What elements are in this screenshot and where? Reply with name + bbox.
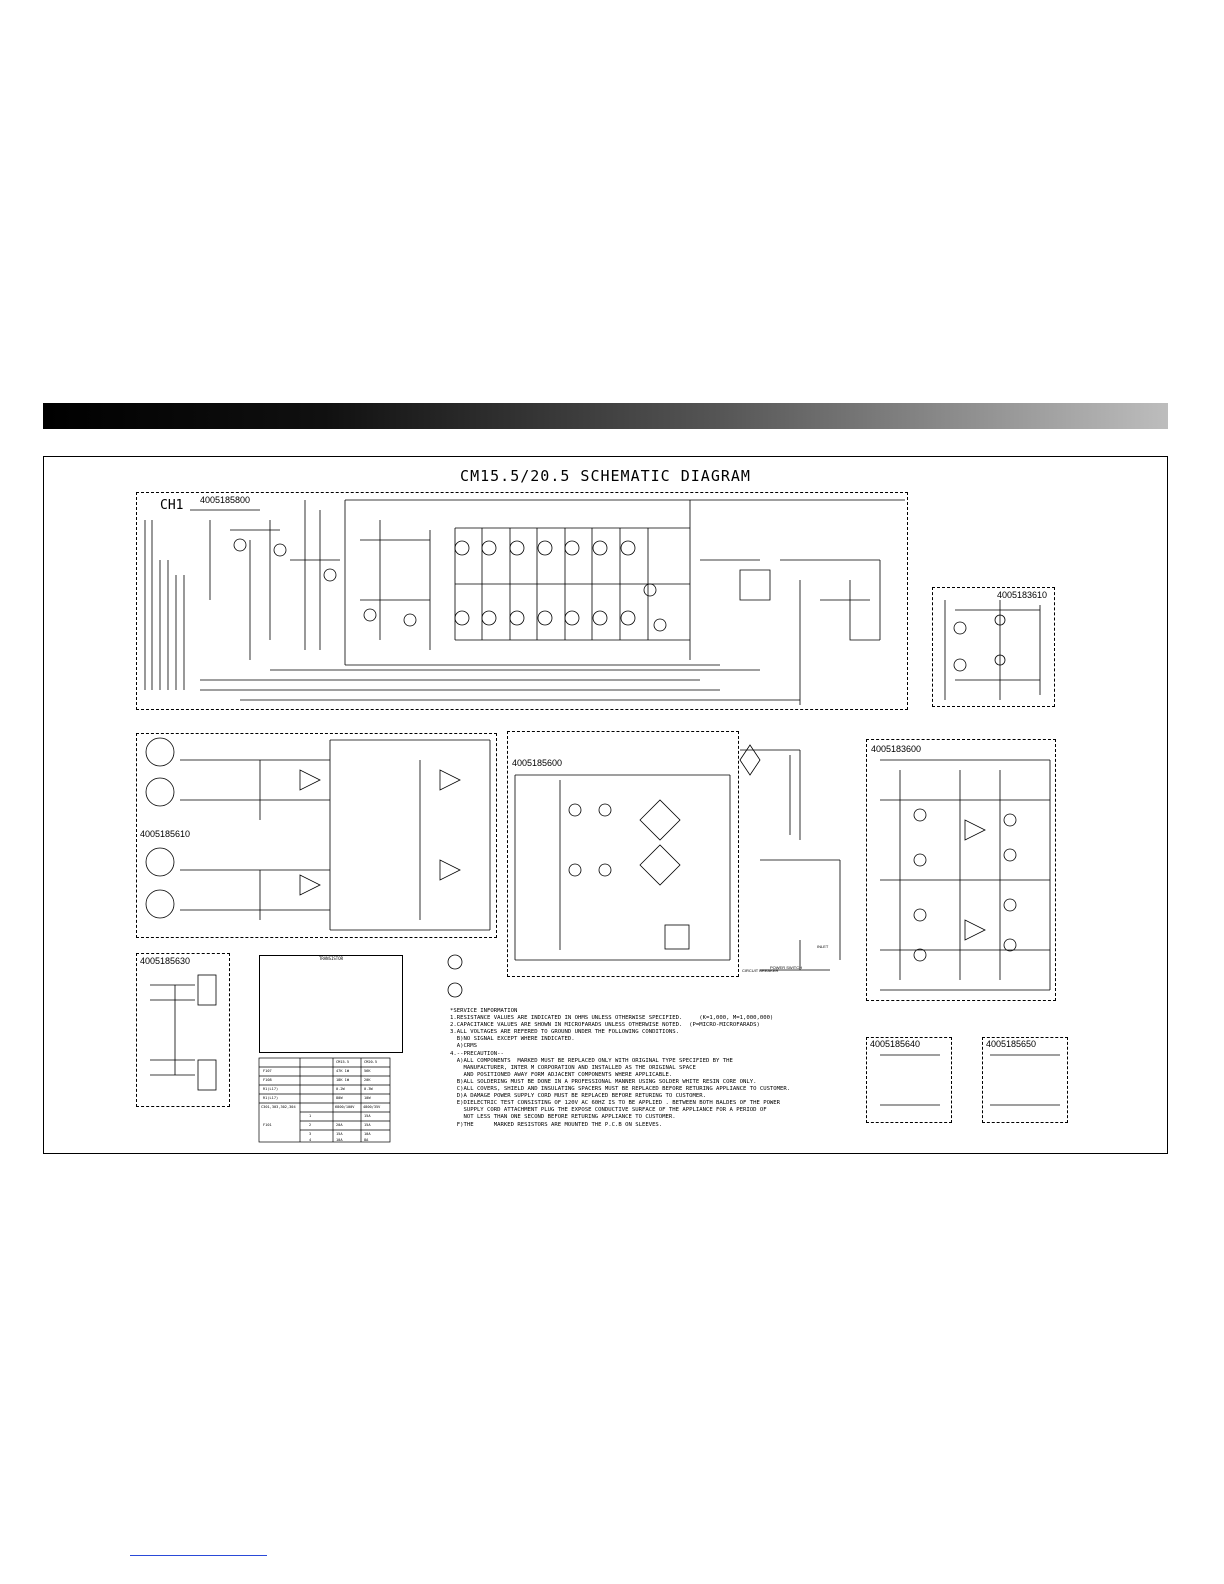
service-info-line: 4.--PRECAUTION-- [450,1050,504,1057]
models-cell: 10A [364,1132,371,1136]
models-cell: 15A [336,1132,343,1136]
schematic-frame: CM15.5/20.5 SCHEMATIC DIAGRAM [43,456,1168,1154]
transistor-table-title: TRANSISTOR [318,956,344,961]
models-cell: F101 [263,1123,272,1127]
models-cell: 0.3W [364,1087,373,1091]
footer-link-underline[interactable] [130,1555,267,1556]
models-cell: 0.2W [336,1087,345,1091]
models-cell: 2 [309,1123,312,1127]
block-bottom-right [982,1037,1068,1123]
block-bottom-left [136,953,230,1107]
block-power-supply [507,731,739,977]
service-info-line: F)THE MARKED RESISTORS ARE MOUNTED THE P… [450,1121,663,1128]
inlet-label: INLET [817,944,829,949]
diagram-title: CM15.5/20.5 SCHEMATIC DIAGRAM [460,467,751,485]
models-cell: 18K 1W [336,1078,349,1082]
models-cell: C301,303,302,304 [261,1105,296,1109]
models-cell: 10W [364,1096,371,1100]
circuit-breaker-label: CIRCUIT BREAKER [742,968,779,973]
service-info-line: 2.CAPACITANCE VALUES ARE SHOWN IN MICROF… [450,1022,760,1029]
service-info-line: D)A DAMAGE POWER SUPPLY CORD MUST BE REP… [450,1093,706,1100]
models-header: CM20.5 [364,1060,377,1064]
block-label-input-board: 4005185610 [140,829,191,839]
models-cell: 8A [364,1138,369,1142]
models-cell: 1 [309,1114,312,1118]
service-information: *SERVICE INFORMATION 1.RESISTANCE VALUES… [450,1008,860,1129]
block-label-right-mid: 4005183600 [871,744,922,754]
service-info-line: MANUFACTURER, INTER M CORPORATION AND IN… [450,1064,696,1071]
block-right-mid [866,739,1056,1001]
models-cell: R1(L17) [263,1096,279,1100]
models-cell: 3 [309,1132,312,1136]
models-cell: F108 [263,1078,272,1082]
service-info-line: C)ALL COVERS, SHIELD AND INSULATING SPAC… [450,1086,791,1093]
service-info-line: E)DIELECTRIC TEST CONSISTING OF 120V AC … [450,1100,781,1107]
service-info-line: B)NO SIGNAL EXCEPT WHERE INDICATED. [450,1036,575,1043]
power-switch-label: POWER SWITCH [770,965,802,970]
block-label-bottom-mid: 4005185640 [870,1039,921,1049]
models-cell: 20A [336,1123,343,1127]
service-info-line: A)CRMS [450,1043,477,1050]
models-cell: 10A [336,1138,343,1142]
block-label-bottom-right: 4005185650 [986,1039,1037,1049]
models-cell: 4 [309,1138,312,1142]
service-info-line: 1.RESISTANCE VALUES ARE INDICATED IN OHM… [450,1015,774,1022]
models-header: CM15.5 [336,1060,349,1064]
service-info-line: NOT LESS THAN ONE SECOND BEFORE RETURING… [450,1114,676,1121]
models-cell: 56K [364,1069,371,1073]
models-cell: 15A [364,1123,371,1127]
models-cell: 47K 1W [336,1069,349,1073]
block-label-bottom-left: 4005185630 [140,956,191,966]
service-info-line: B)ALL SOLDERING MUST BE DONE IN A PROFES… [450,1078,757,1085]
block-input-board [136,733,497,938]
models-cell: 80W [336,1096,343,1100]
ch1-label: CH1 [160,498,184,513]
header-gradient-bar [43,403,1168,429]
block-bottom-mid [866,1037,952,1123]
models-cell: 20K [364,1078,371,1082]
models-cell: F107 [263,1069,272,1073]
block-power-amp [136,492,908,710]
block-label-power-amp: 4005185800 [200,495,251,505]
block-label-right-top: 4005183610 [997,590,1048,600]
service-info-heading: *SERVICE INFORMATION [450,1008,518,1014]
service-info-line: A)ALL COMPONENTS MARKED MUST BE REPLACED… [450,1057,733,1064]
service-info-line: 3.ALL VOLTAGES ARE REFERED TO GROUND UND… [450,1029,680,1036]
transistor-table: TRANSISTOR [259,955,403,1053]
models-cell: 6800/100V [335,1105,355,1109]
block-right-top [932,587,1055,707]
block-label-power-supply: 4005185600 [512,758,563,768]
models-table: CM15.5 CM20.5 F107 47K 1W 56K F108 18K 1… [259,1058,390,1142]
models-cell: R1(L17) [263,1087,279,1091]
service-info-line: AND POSITIONED AWAY FORM ADJACENT COMPON… [450,1071,673,1078]
models-cell: 4800/35V [363,1105,381,1109]
service-info-line: SUPPLY CORD ATTACHMENT PLUG THE EXPOSE C… [450,1107,767,1114]
models-cell: 15A [364,1114,371,1118]
